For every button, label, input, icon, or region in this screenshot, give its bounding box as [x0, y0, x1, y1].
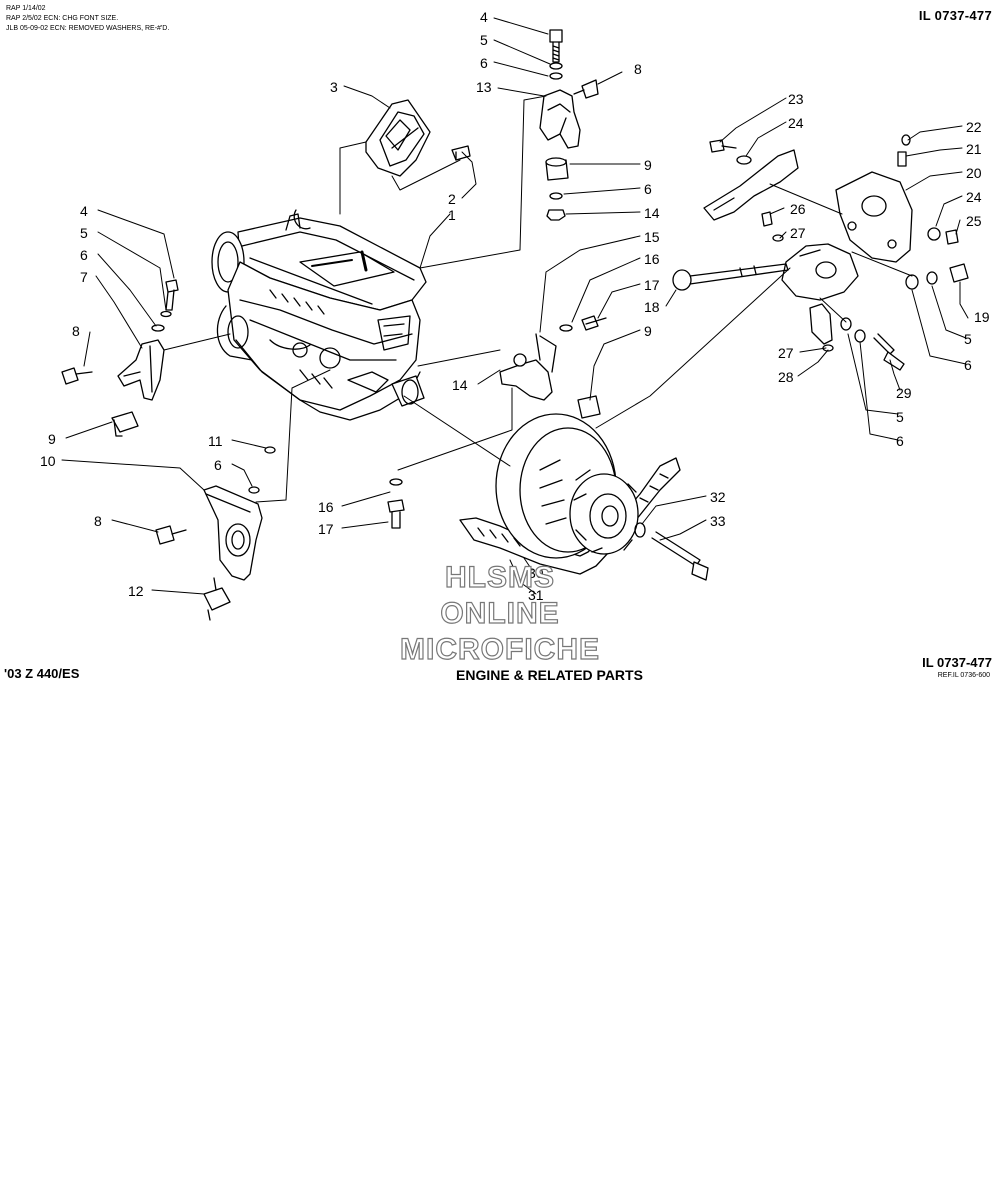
callout-20: 20: [966, 165, 982, 181]
callout-23: 23: [788, 91, 804, 107]
clutch-assembly: [459, 413, 709, 581]
callout-5: 5: [964, 331, 972, 347]
callout-6: 6: [964, 357, 972, 373]
callout-16: 16: [644, 251, 660, 267]
reference-number: REF.IL 0736-600: [937, 672, 990, 679]
callout-29: 29: [896, 385, 912, 401]
callout-7: 7: [80, 269, 88, 285]
callout-10: 10: [40, 453, 56, 469]
bracket-10: [155, 446, 276, 621]
callout-25: 25: [966, 213, 982, 229]
callout-31: 31: [528, 587, 544, 603]
revision-line: RAP 2/5/02 ECN: CHG FONT SIZE.: [6, 15, 119, 22]
callout-6: 6: [480, 55, 488, 71]
watermark-line: ONLINE: [440, 596, 560, 630]
callout-6: 6: [214, 457, 222, 473]
callout-5: 5: [896, 409, 904, 425]
callout-5: 5: [480, 32, 488, 48]
callout-1: 1: [448, 207, 456, 223]
revision-notes: RAP 1/14/02 RAP 2/5/02 ECN: CHG FONT SIZ…: [6, 4, 169, 34]
watermark-line: MICROFICHE: [399, 632, 600, 666]
callout-6: 6: [896, 433, 904, 449]
fastener-16-17: [387, 478, 405, 529]
callout-24: 24: [966, 189, 982, 205]
callout-9: 9: [644, 157, 652, 173]
callout-17: 17: [644, 277, 660, 293]
callout-18: 18: [644, 299, 660, 315]
callout-15: 15: [644, 229, 660, 245]
clip-2: [451, 145, 471, 161]
callout-11: 11: [208, 433, 223, 449]
callout-4: 4: [480, 9, 488, 25]
callout-14: 14: [644, 205, 660, 221]
callout-16: 16: [318, 499, 334, 515]
callout-3: 3: [330, 79, 338, 95]
callout-17: 17: [318, 521, 334, 537]
callout-13: 13: [476, 79, 492, 95]
callout-8: 8: [94, 513, 102, 529]
bracket-3: [365, 99, 431, 177]
mount-stack-top: [539, 29, 599, 221]
callout-22: 22: [966, 119, 982, 135]
leader-lines: [61, 17, 969, 595]
callout-14: 14: [452, 377, 468, 393]
mount-left-front: [61, 279, 179, 437]
callout-6: 6: [80, 247, 88, 263]
watermark: HLSMS ONLINE MICROFICHE: [390, 560, 610, 668]
assembly-lines: [163, 95, 913, 503]
callout-5: 5: [80, 225, 88, 241]
callout-24: 24: [788, 115, 804, 131]
callout-30: 30: [528, 565, 544, 581]
callout-8: 8: [72, 323, 80, 339]
watermark-line: HLSMS: [444, 560, 555, 594]
callout-2: 2: [448, 191, 456, 207]
callout-8: 8: [634, 61, 642, 77]
revision-line: RAP 1/14/02: [6, 5, 46, 12]
callout-6: 6: [644, 181, 652, 197]
engine-block: [211, 209, 427, 421]
model-name: '03 Z 440/ES: [4, 666, 80, 681]
diagram-title: ENGINE & RELATED PARTS: [456, 667, 643, 683]
callout-12: 12: [128, 583, 144, 599]
callout-27: 27: [790, 225, 806, 241]
callout-9: 9: [644, 323, 652, 339]
illustration-number-bottom: IL 0737-477: [922, 655, 992, 670]
callout-28: 28: [778, 369, 794, 385]
revision-line: JLB 05-09-02 ECN: REMOVED WASHERS, RE-#'…: [6, 25, 170, 32]
callout-9: 9: [48, 431, 56, 447]
illustration-number-top: IL 0737-477: [918, 8, 992, 23]
callout-32: 32: [710, 489, 726, 505]
callout-26: 26: [790, 201, 806, 217]
callout-27: 27: [778, 345, 794, 361]
callout-21: 21: [966, 141, 982, 157]
callout-33: 33: [710, 513, 726, 529]
callout-19: 19: [974, 309, 990, 325]
callout-4: 4: [80, 203, 88, 219]
bracket-15: [499, 315, 607, 419]
